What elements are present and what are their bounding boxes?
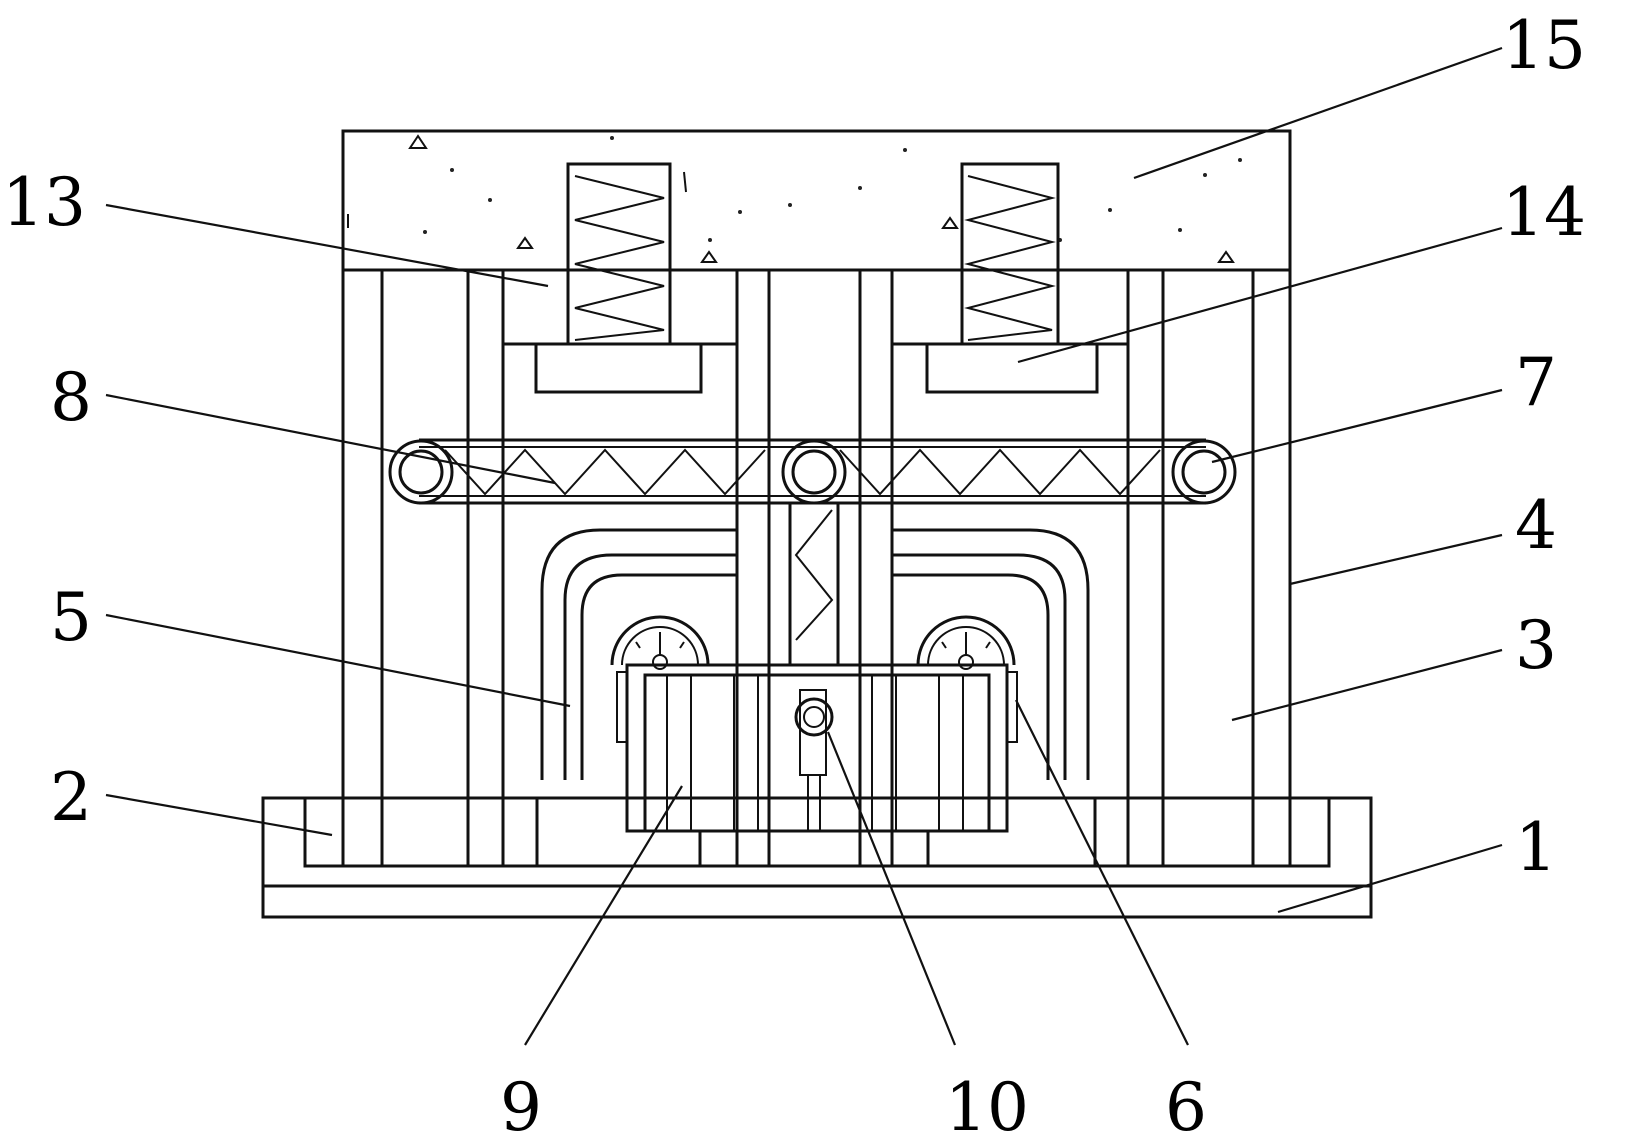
pivot-joint bbox=[796, 690, 832, 831]
gauge-right bbox=[918, 617, 1014, 669]
label-1: 1 bbox=[1515, 809, 1557, 886]
press-blocks bbox=[536, 344, 1097, 392]
label-5: 5 bbox=[50, 579, 92, 656]
lower-supports bbox=[503, 798, 1128, 866]
outer-frame bbox=[343, 131, 1290, 866]
drive-shaft bbox=[790, 503, 838, 665]
spring-left bbox=[568, 164, 670, 344]
label-13: 13 bbox=[2, 164, 86, 241]
label-15: 15 bbox=[1502, 7, 1586, 84]
label-9: 9 bbox=[500, 1069, 542, 1141]
label-2: 2 bbox=[50, 759, 92, 836]
vertical-rails bbox=[382, 270, 1253, 866]
label-6: 6 bbox=[1165, 1069, 1207, 1141]
roller-right bbox=[1173, 441, 1235, 503]
label-3: 3 bbox=[1515, 607, 1557, 684]
label-10: 10 bbox=[945, 1069, 1029, 1141]
roller-left bbox=[390, 441, 452, 503]
part-labels: 15 13 14 8 7 4 5 3 2 1 9 10 6 bbox=[2, 7, 1586, 1141]
top-block bbox=[348, 136, 1242, 262]
label-4: 4 bbox=[1515, 487, 1557, 564]
roller-center bbox=[783, 441, 845, 503]
gauge-left bbox=[612, 617, 708, 669]
base-plate bbox=[263, 798, 1371, 917]
spring-right bbox=[962, 164, 1058, 344]
label-14: 14 bbox=[1502, 174, 1586, 251]
label-7: 7 bbox=[1515, 344, 1557, 421]
label-8: 8 bbox=[50, 359, 92, 436]
